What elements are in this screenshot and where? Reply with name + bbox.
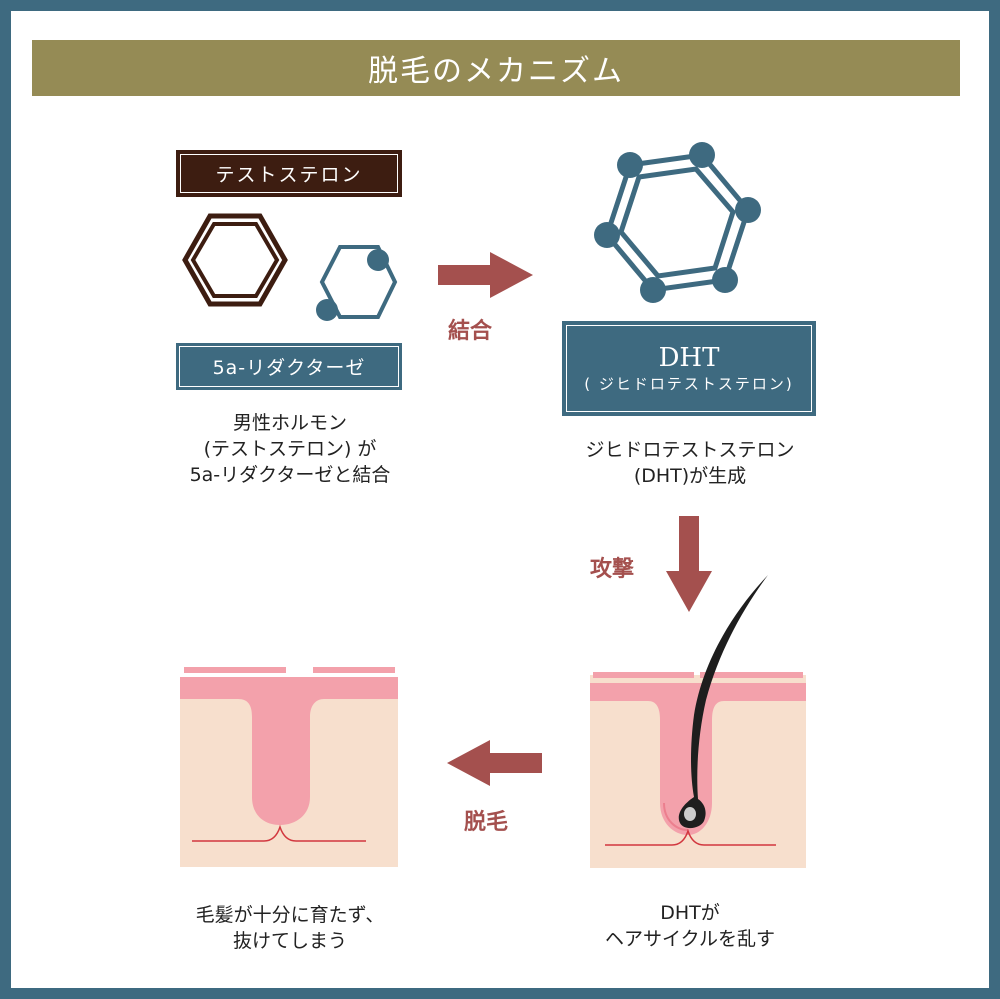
right-arrow-icon <box>438 252 533 298</box>
dht-molecule-icon <box>594 142 761 303</box>
dht-label-abbr: DHT <box>658 342 720 373</box>
step4-caption: 毛髪が十分に育たず、 抜けてしまう <box>130 902 450 954</box>
step2-caption-line: (DHT)が生成 <box>633 465 747 487</box>
step3-caption-line: DHTが <box>660 902 720 924</box>
step3-caption-line: ヘアサイクルを乱す <box>604 928 776 950</box>
bind-arrow-label: 結合 <box>448 319 493 344</box>
reductase-label: 5a-リダクターゼ <box>176 343 402 390</box>
page-title: 脱毛のメカニズム <box>32 40 960 96</box>
skin-without-hair-illustration <box>180 667 398 867</box>
dht-label: DHT ( ジヒドロテストステロン) <box>562 321 816 416</box>
hair-loss-arrow-label: 脱毛 <box>464 810 509 835</box>
down-arrow-icon <box>666 516 712 612</box>
attack-arrow-label: 攻撃 <box>590 557 635 582</box>
step2-caption-line: ジヒドロテストステロン <box>585 439 795 461</box>
left-arrow-icon <box>447 740 542 786</box>
reductase-molecule-icon <box>316 245 398 321</box>
dht-label-full: ( ジヒドロテストステロン) <box>584 374 794 393</box>
step1-caption-line: (テストステロン) が <box>203 438 377 460</box>
testosterone-hexagon-icon <box>182 213 288 307</box>
step1-caption: 男性ホルモン (テストステロン) が 5a-リダクターゼと結合 <box>150 410 430 488</box>
step3-caption: DHTが ヘアサイクルを乱す <box>540 900 840 952</box>
skin-with-hair-illustration <box>590 575 806 868</box>
step2-caption: ジヒドロテストステロン (DHT)が生成 <box>540 437 840 489</box>
testosterone-label: テストステロン <box>176 150 402 197</box>
step1-caption-line: 5a-リダクターゼと結合 <box>189 464 391 486</box>
step4-caption-line: 抜けてしまう <box>232 930 347 952</box>
step1-caption-line: 男性ホルモン <box>232 412 347 434</box>
step4-caption-line: 毛髪が十分に育たず、 <box>195 904 385 926</box>
